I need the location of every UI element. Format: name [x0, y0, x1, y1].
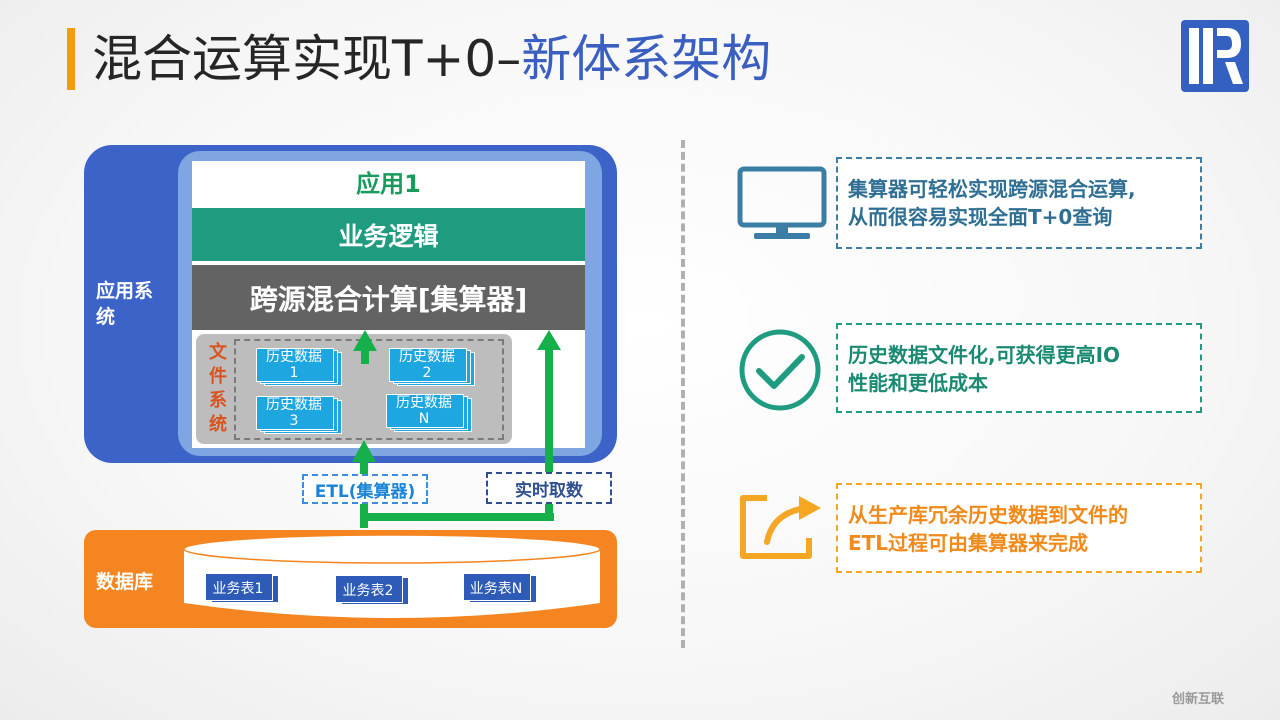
app-title: 应用1 — [356, 170, 421, 198]
business-logic-bar: 业务逻辑 — [192, 208, 585, 261]
app-system-label: 应用系统 — [96, 280, 154, 328]
raqsoft-logo-icon — [1181, 20, 1249, 92]
database-label: 数据库 — [96, 571, 154, 593]
watermark: 创新互联 — [1172, 692, 1225, 707]
page-title: 混合运算实现T+0–新体系架构 — [92, 30, 772, 88]
share-arrow-icon — [740, 495, 821, 559]
etl-label: ETL(集算器) — [302, 474, 428, 504]
title-accent-bar — [67, 28, 75, 90]
title-highlight: 新体系架构 — [521, 30, 772, 88]
realtime-label: 实时取数 — [486, 472, 612, 504]
arrow-to-compute-right — [537, 330, 561, 516]
mixed-compute-bar: 跨源混合计算[集算器] — [192, 265, 585, 330]
file-system-label: 文件系统 — [209, 342, 227, 435]
business-table-1: 业务表1 — [205, 573, 279, 603]
flow-line-horizontal — [364, 513, 554, 521]
business-table-2: 业务表2 — [335, 575, 409, 605]
monitor-icon — [737, 166, 827, 239]
check-circle-icon — [739, 329, 821, 411]
business-table-n: 业务表N — [463, 573, 537, 603]
feature-cross-source: 集算器可轻松实现跨源混合运算,从而很容易实现全面T+0查询 — [836, 157, 1202, 249]
section-divider — [681, 140, 685, 648]
arrow-to-compute-left — [353, 330, 377, 364]
